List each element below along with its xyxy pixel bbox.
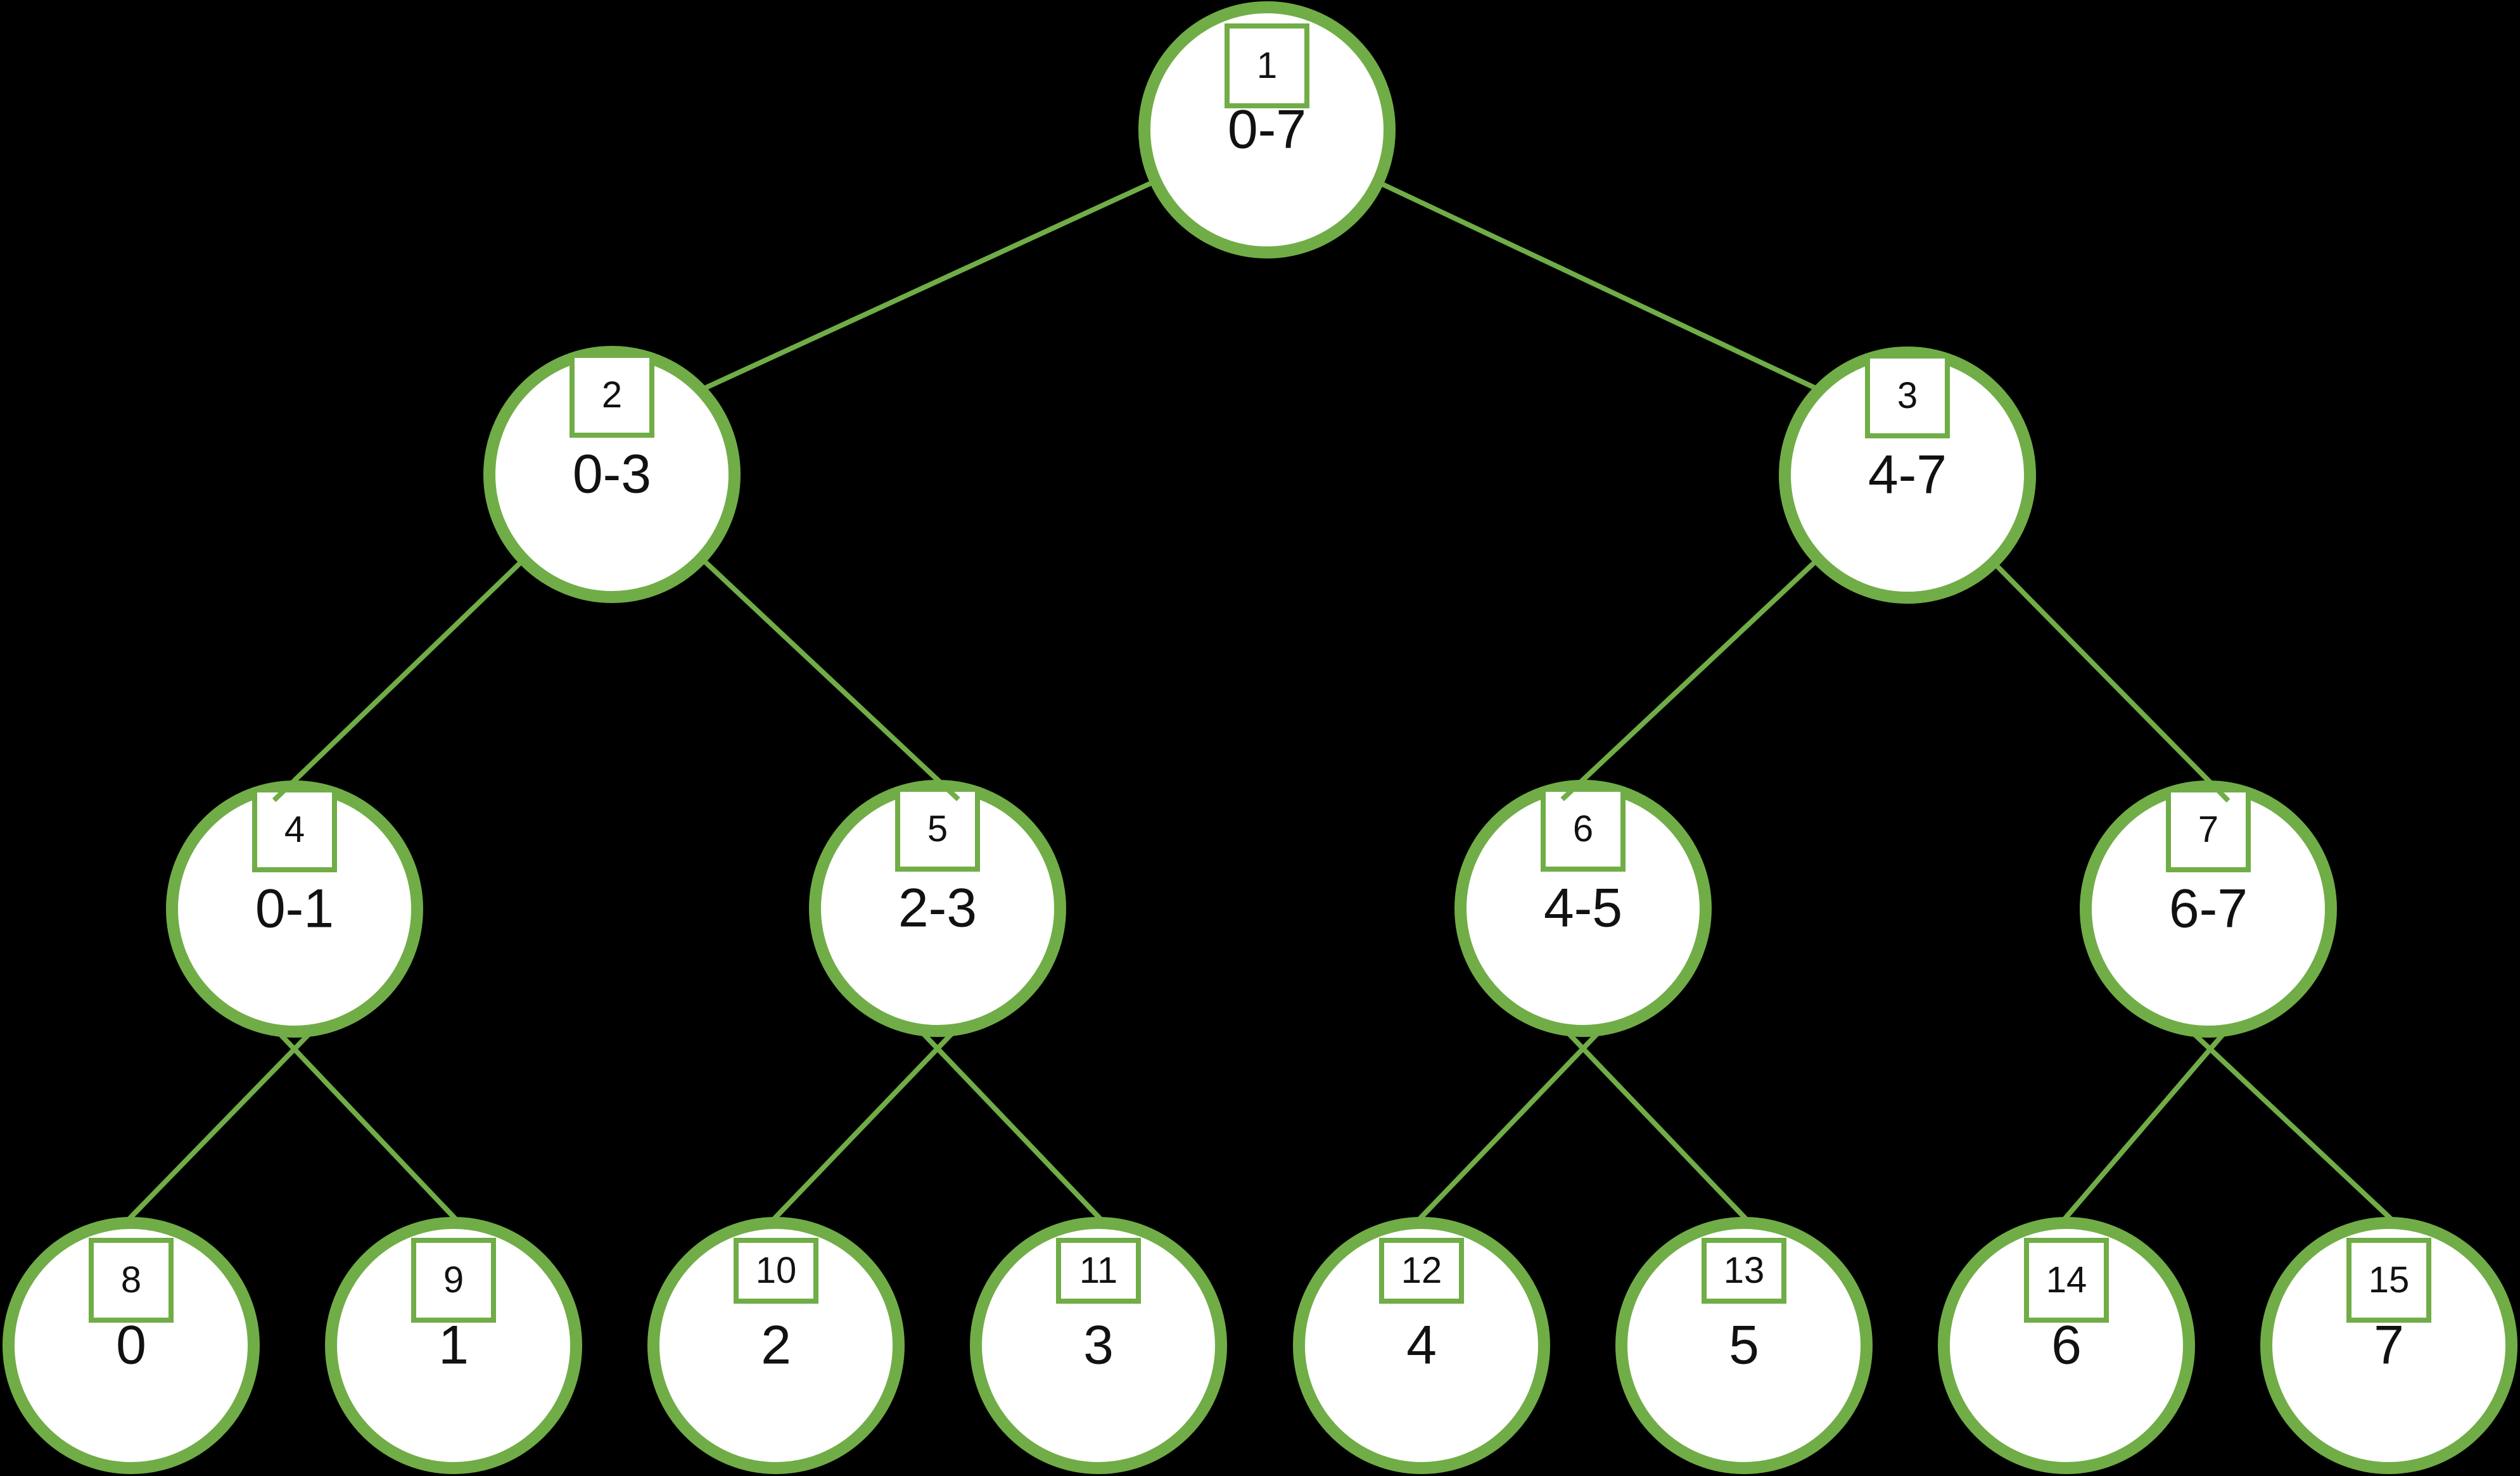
node-range-label: 2-3 xyxy=(898,877,977,939)
node-index-badge: 6 xyxy=(1541,787,1626,872)
node-index-badge: 15 xyxy=(2346,1238,2431,1323)
node-index-badge: 3 xyxy=(1865,353,1950,438)
node-index-badge: 2 xyxy=(570,353,654,438)
node-range-label: 5 xyxy=(1729,1314,1759,1376)
node-range-label: 6 xyxy=(2051,1314,2082,1376)
node-range-label: 6-7 xyxy=(2168,878,2248,939)
node-index-badge: 10 xyxy=(734,1238,818,1304)
node-range-label: 2 xyxy=(761,1314,791,1376)
node-index-badge: 13 xyxy=(1702,1238,1786,1304)
node-range-label: 0-3 xyxy=(572,443,652,505)
node-range-label: 7 xyxy=(2374,1314,2404,1376)
node-index-badge: 14 xyxy=(2024,1238,2109,1323)
node-range-label: 4-5 xyxy=(1543,877,1623,939)
node-range-label: 3 xyxy=(1083,1314,1114,1376)
node-range-label: 4 xyxy=(1406,1314,1437,1376)
node-range-label: 0-1 xyxy=(255,878,334,939)
node-index-badge: 7 xyxy=(2166,787,2251,872)
node-range-label: 0-7 xyxy=(1227,99,1307,160)
node-index-badge: 9 xyxy=(411,1238,496,1323)
node-range-label: 1 xyxy=(438,1314,469,1376)
node-index-badge: 11 xyxy=(1056,1238,1141,1304)
node-range-label: 0 xyxy=(116,1314,146,1376)
node-index-badge: 1 xyxy=(1225,23,1309,108)
node-index-badge: 12 xyxy=(1379,1238,1464,1304)
node-index-badge: 5 xyxy=(895,787,980,872)
node-index-badge: 8 xyxy=(89,1238,174,1323)
node-index-badge: 4 xyxy=(252,787,337,872)
node-range-label: 4-7 xyxy=(1868,444,1947,506)
